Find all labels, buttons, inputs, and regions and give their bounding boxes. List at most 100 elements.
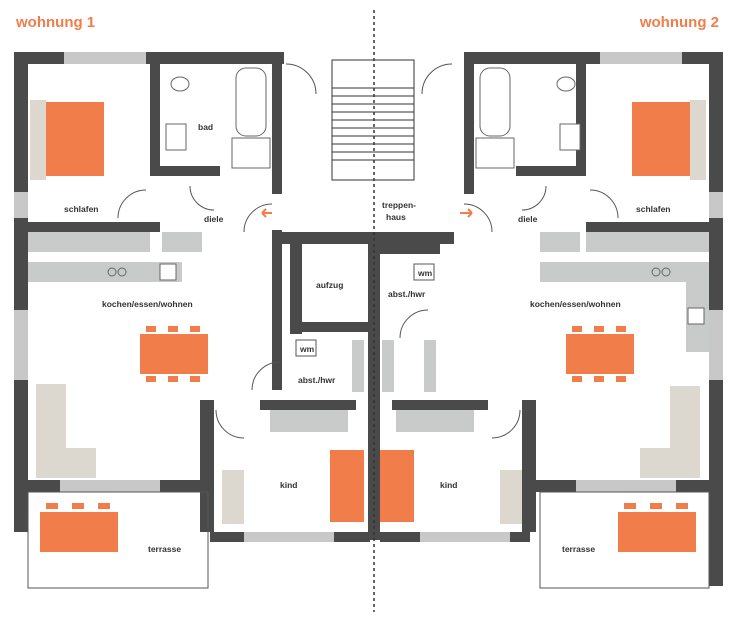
chair <box>650 503 662 509</box>
chair <box>190 326 200 332</box>
sink <box>159 263 177 281</box>
label-kind-2: kind <box>440 480 457 490</box>
kitchen-counter <box>162 232 202 252</box>
label-diele-2: diele <box>518 214 538 224</box>
washing-machine <box>413 263 435 281</box>
door-swing <box>491 409 521 439</box>
wall <box>14 52 284 64</box>
toilet <box>170 76 190 92</box>
chair <box>572 376 582 382</box>
terrace-table <box>618 512 696 552</box>
window <box>709 310 723 380</box>
label-abst-1: abst./hwr <box>298 375 336 385</box>
label-wm-2: wm <box>417 268 433 278</box>
bathtub <box>235 67 267 137</box>
chair <box>594 326 604 332</box>
wall <box>380 244 440 254</box>
window <box>709 192 723 218</box>
door-swing <box>189 185 215 211</box>
kitchen-counter <box>28 262 182 282</box>
dining-table <box>140 334 208 374</box>
chair <box>72 503 84 509</box>
entry-arrow-icon <box>261 208 267 218</box>
kid-bed <box>330 450 364 522</box>
chair <box>616 376 626 382</box>
label-abst-2: abst./hwr <box>388 289 426 299</box>
stove-icon <box>661 267 671 277</box>
kid-bed <box>380 450 414 522</box>
label-kochen-2: kochen/essen/wohnen <box>530 299 621 309</box>
wall <box>28 222 160 232</box>
shelf <box>352 340 364 392</box>
stove-icon <box>107 267 117 277</box>
toilet <box>556 76 576 92</box>
kitchen-counter <box>540 262 709 282</box>
stair-treads <box>332 87 414 161</box>
window <box>600 52 682 64</box>
door-swing <box>421 63 453 95</box>
bed-headboard <box>690 100 706 180</box>
wall <box>522 400 536 532</box>
chair <box>168 326 178 332</box>
door-swing <box>215 409 245 439</box>
label-schlafen-2: schlafen <box>636 204 671 214</box>
wall <box>272 64 282 194</box>
door-swing <box>589 189 619 219</box>
chair <box>98 503 110 509</box>
kitchen-counter <box>586 232 709 252</box>
washing-machine <box>295 339 317 357</box>
chair <box>190 376 200 382</box>
kitchen-counter <box>540 232 580 252</box>
wall <box>282 232 454 244</box>
wardrobe <box>270 410 348 432</box>
title-wohnung-1: wohnung 1 <box>16 14 96 31</box>
wall <box>160 166 220 176</box>
shower <box>475 137 515 169</box>
wall <box>516 166 576 176</box>
shelf <box>382 340 394 392</box>
terrace-table <box>40 512 118 552</box>
chair <box>146 326 156 332</box>
door-swing <box>251 361 281 391</box>
label-bad-1: bad <box>198 122 213 132</box>
wall <box>260 400 356 410</box>
title-wohnung-2: wohnung 2 <box>639 14 719 31</box>
door-swing <box>243 203 273 233</box>
wall <box>302 322 368 332</box>
sink <box>165 123 187 151</box>
label-diele-1: diele <box>204 214 224 224</box>
room-labels: bad schlafen diele kochen/essen/wohnen t… <box>64 122 671 554</box>
sink <box>559 123 581 151</box>
label-terrasse-2: terrasse <box>562 544 595 554</box>
chair <box>676 503 688 509</box>
door-swing <box>521 185 547 211</box>
wall <box>14 52 28 532</box>
terrace-outline <box>539 491 710 589</box>
chair <box>572 326 582 332</box>
window <box>244 532 334 542</box>
label-terrasse-1: terrasse <box>148 544 181 554</box>
door-swing <box>285 63 317 95</box>
window <box>60 480 160 492</box>
sink <box>687 307 705 325</box>
label-treppenhaus-2: haus <box>386 212 406 222</box>
core <box>282 10 454 612</box>
label-kochen-1: kochen/essen/wohnen <box>102 299 193 309</box>
terrace-outline <box>27 491 209 589</box>
shower <box>231 137 271 169</box>
door-swing <box>117 189 147 219</box>
wall <box>576 64 586 176</box>
label-kind-1: kind <box>280 480 297 490</box>
dining-table <box>566 334 634 374</box>
chair <box>624 503 636 509</box>
bed <box>632 102 690 176</box>
desk <box>500 470 522 524</box>
window <box>64 52 146 64</box>
chair <box>46 503 58 509</box>
wall <box>272 230 282 390</box>
label-schlafen-1: schlafen <box>64 204 99 214</box>
door-swing <box>399 309 429 339</box>
chair <box>146 376 156 382</box>
wall <box>586 222 709 232</box>
